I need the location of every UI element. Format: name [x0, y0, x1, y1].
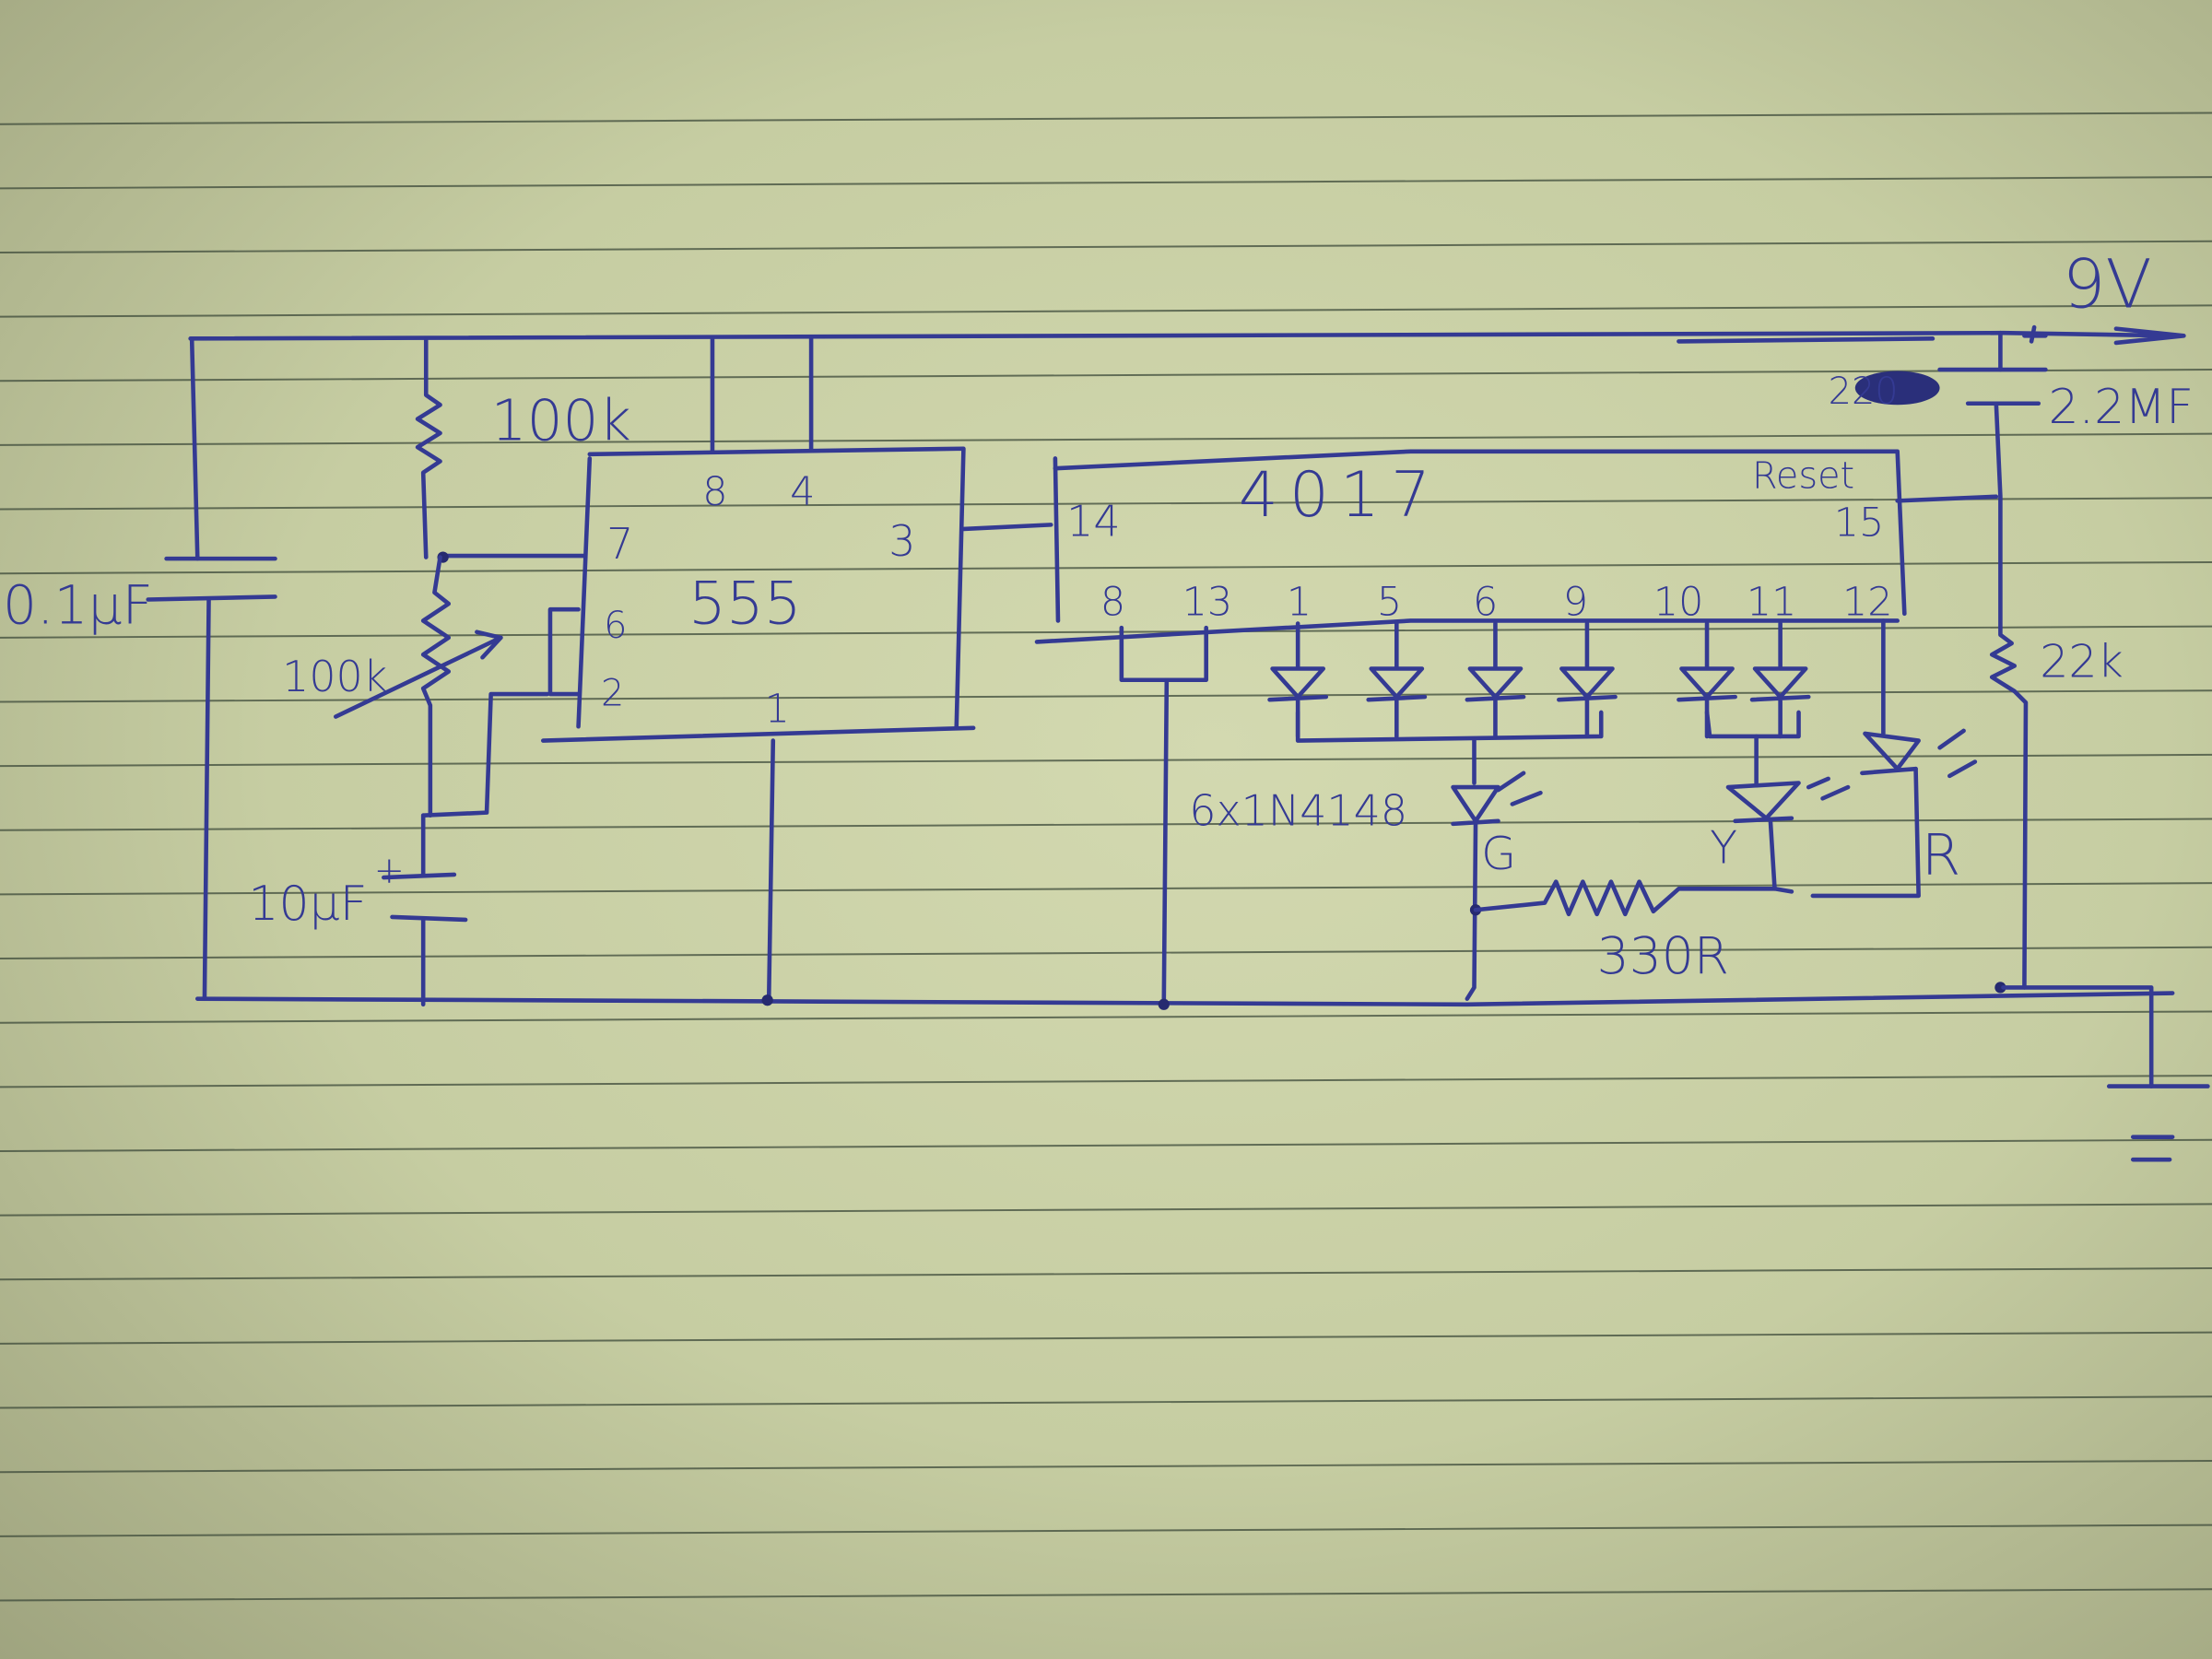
resistor-330r — [1473, 879, 1794, 917]
pin-8-4017: 8 — [1100, 579, 1125, 625]
pin-1-4017: 1 — [1287, 579, 1312, 625]
pin-4: 4 — [790, 469, 815, 515]
pin-11: 11 — [1747, 579, 1797, 625]
diode-bus — [1295, 710, 1801, 785]
label-yellow: Y — [1710, 822, 1737, 875]
ic-555 — [540, 336, 1053, 1006]
ground-icon — [2130, 1135, 2175, 1162]
pin-2: 2 — [601, 672, 624, 714]
pin-7: 7 — [606, 519, 633, 569]
paper-rule — [0, 560, 2212, 575]
paper-rule — [0, 112, 2212, 125]
paper-rule — [0, 304, 2212, 318]
ground-symbol — [2001, 985, 2210, 1162]
decoupling-capacitor — [146, 336, 277, 1001]
plus-sign: + — [374, 850, 405, 892]
label-r1: 100k — [491, 389, 631, 454]
label-reset: Reset — [1752, 455, 1854, 498]
pin-10: 10 — [1653, 579, 1704, 625]
label-pot: 100k — [282, 652, 387, 701]
paper-rule — [0, 497, 2212, 511]
label-green: G — [1481, 828, 1516, 880]
diode-icon — [1677, 621, 1737, 739]
led-yellow — [1725, 776, 1851, 891]
paper-rule — [0, 1075, 2212, 1088]
light-emission-icon — [1496, 771, 1543, 806]
pin-13: 13 — [1182, 579, 1233, 625]
diode-icon — [1557, 621, 1618, 739]
led-red — [1810, 618, 1978, 899]
paper-rule — [0, 432, 2212, 446]
pin-8: 8 — [702, 469, 727, 515]
paper-rule — [0, 1459, 2212, 1474]
pin-12: 12 — [1842, 579, 1893, 625]
pin-15: 15 — [1834, 500, 1885, 547]
paper-rule — [0, 1267, 2212, 1281]
diode-array — [1267, 621, 1811, 739]
label-4017: 4017 — [1239, 458, 1441, 531]
scribble-blot — [1854, 371, 1940, 406]
label-9v: 9V — [2063, 246, 2152, 324]
resistor-100k — [415, 336, 588, 563]
paper-rule — [0, 1203, 2212, 1217]
potentiometer-100k — [333, 555, 550, 818]
label-10uf: 10µF — [248, 877, 367, 932]
paper-rule — [0, 1395, 2212, 1409]
label-22k: 22k — [2040, 636, 2124, 688]
label-scribble: 220 — [1829, 371, 1899, 413]
arrow-9v-icon — [2113, 326, 2186, 346]
paper-rule — [0, 176, 2212, 190]
light-emission-icon — [1937, 728, 1978, 779]
supply-rails — [188, 326, 2186, 1007]
label-330r: 330R — [1597, 926, 1729, 985]
label-red: R — [1922, 823, 1961, 888]
diode-icon — [1465, 621, 1526, 739]
paper-rule — [0, 1588, 2212, 1602]
pin-1: 1 — [765, 687, 790, 733]
paper-rule — [0, 1138, 2212, 1152]
label-2-2uf: 2.2MF — [2048, 380, 2194, 435]
pot-arrow-icon — [475, 629, 503, 660]
paper-rule — [0, 1010, 2212, 1024]
paper-rule — [0, 818, 2212, 831]
paper-rule — [0, 625, 2212, 639]
label-diodes: 6x1N4148 — [1189, 785, 1407, 835]
diode-icon — [1749, 621, 1811, 739]
diode-icon — [1366, 621, 1428, 739]
diode-icon — [1267, 621, 1329, 739]
reset-network — [1854, 324, 2048, 994]
paper-rule — [0, 240, 2212, 253]
paper-rules — [0, 112, 2212, 1602]
light-emission-icon — [1806, 776, 1851, 801]
label-555: 555 — [688, 570, 802, 639]
label-0-1uf: 0.1µF — [3, 574, 153, 637]
paper-rule — [0, 1524, 2212, 1537]
ic-4017 — [1034, 449, 1999, 1010]
pin-3: 3 — [888, 516, 915, 566]
pin-6-4017: 6 — [1473, 579, 1498, 625]
paper-rule — [0, 753, 2212, 768]
pin-9: 9 — [1563, 579, 1588, 625]
timing-capacitor — [382, 813, 468, 1007]
pin-14: 14 — [1066, 497, 1120, 547]
pin-6: 6 — [604, 605, 627, 647]
paper-rule — [0, 369, 2212, 382]
pin-5: 5 — [1377, 579, 1402, 625]
paper-rule — [0, 1331, 2212, 1345]
paper-rule — [0, 882, 2212, 896]
paper-rule — [0, 946, 2212, 960]
